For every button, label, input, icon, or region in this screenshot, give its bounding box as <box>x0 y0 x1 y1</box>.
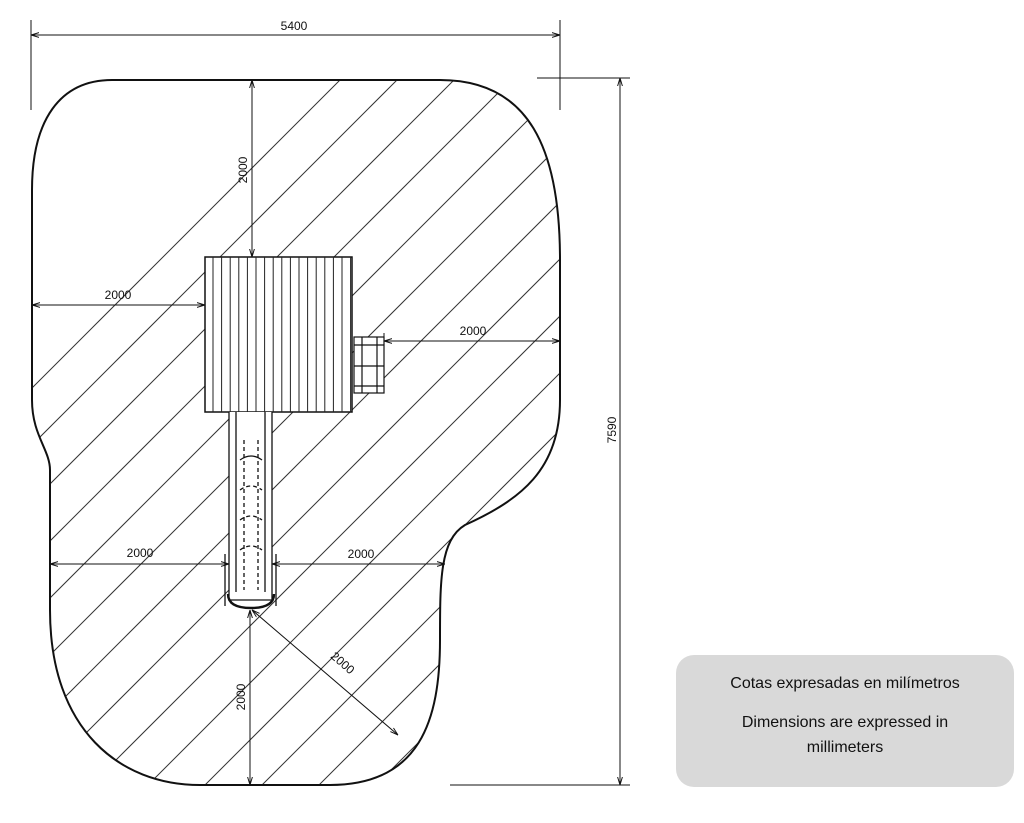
dim-left-clearance: 2000 <box>105 288 132 302</box>
units-note-spanish: Cotas expresadas en milímetros <box>730 675 960 692</box>
dim-right-clearance: 2000 <box>460 324 487 338</box>
dim-slide-diagonal: 2000 <box>328 649 358 677</box>
slide <box>224 412 277 610</box>
units-note-english-line2: millimeters <box>806 739 884 756</box>
units-note: Cotas expresadas en milímetros Dimension… <box>676 655 1014 787</box>
dim-top-clearance: 2000 <box>236 156 250 183</box>
platform-deck <box>204 256 353 413</box>
dimension-lines <box>30 20 630 786</box>
dim-overall-width: 5400 <box>281 19 308 33</box>
units-note-english-line1: Dimensions are expressed in <box>741 714 949 731</box>
dim-slide-left: 2000 <box>127 546 154 560</box>
dim-slide-right: 2000 <box>348 547 375 561</box>
dim-overall-height: 7590 <box>605 416 619 443</box>
ladder <box>353 336 385 394</box>
dim-slide-front: 2000 <box>234 683 248 710</box>
